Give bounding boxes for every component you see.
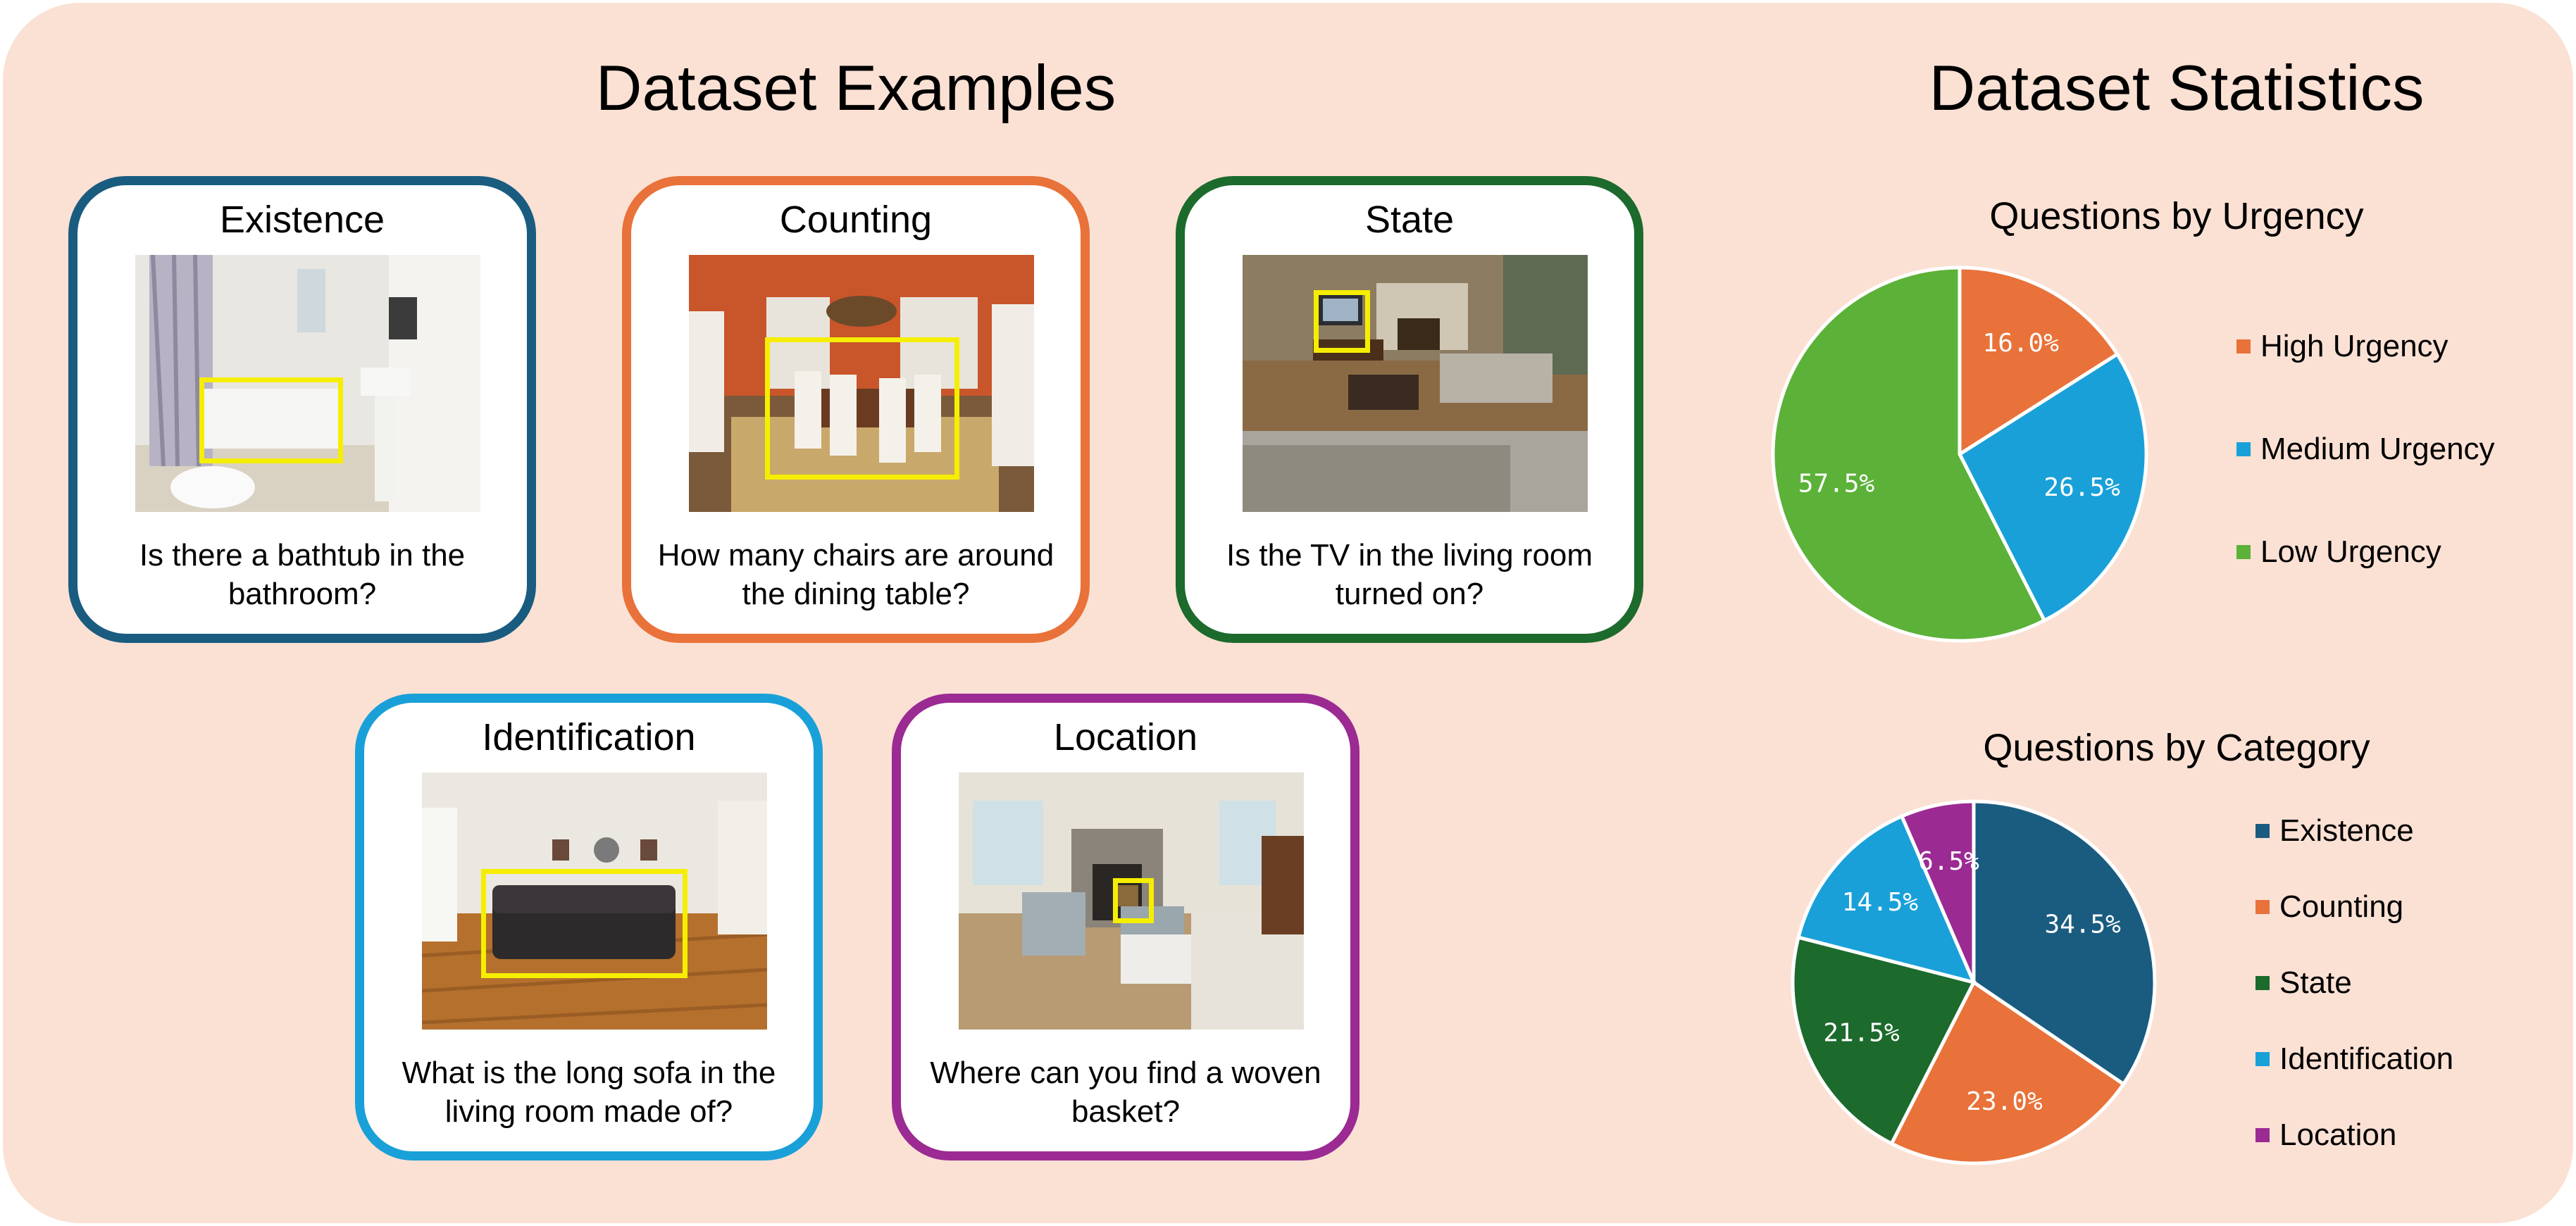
legend-item-high-urgency: High Urgency <box>2236 331 2449 362</box>
data-label-low-urgency: 57.5% <box>1798 470 1875 499</box>
card-question: Is there a bathtub in the bathroom? <box>139 538 466 611</box>
pie-slice-identification <box>1796 813 1977 985</box>
legend-label: Location <box>2279 1118 2397 1152</box>
legend-item-counting: Counting <box>2255 892 2403 922</box>
legend-label: Low Urgency <box>2260 534 2441 569</box>
bathroom-photo <box>135 255 480 512</box>
category-chart-title: Questions by Category <box>1983 727 2370 769</box>
dining-room-photo <box>689 255 1034 512</box>
legend-item-state: State <box>2255 968 2352 999</box>
card-question: Is the TV in the living room turned on? <box>1226 538 1593 611</box>
category-pie-chart: 34.5% 23.0% 21.5% 14.5% 6.5% <box>1791 799 2157 1165</box>
card-title: Identification <box>482 716 696 758</box>
example-card-counting: Counting How many chairs are around the … <box>622 176 1090 643</box>
legend-swatch <box>2236 545 2251 559</box>
example-card-existence: Existence Is there a bathtub in the bath… <box>68 176 536 643</box>
legend-item-medium-urgency: Medium Urgency <box>2236 434 2495 465</box>
legend-swatch <box>2255 1128 2270 1142</box>
pie-slice-medium-urgency <box>1957 351 2148 623</box>
living-room-basket-illustration <box>959 772 1304 1030</box>
living-room-basket-photo <box>959 772 1304 1030</box>
legend-swatch <box>2255 824 2270 838</box>
card-question: What is the long sofa in the living room… <box>402 1056 776 1129</box>
example-card-location: Location Where can you find a woven bask… <box>892 694 1359 1161</box>
data-label-identification: 14.5% <box>1842 888 1919 917</box>
card-title: Existence <box>219 199 385 241</box>
living-room-sofa-illustration <box>422 772 767 1030</box>
pie-slice-state <box>1791 935 1977 1146</box>
pie-slice-location <box>1899 799 1976 983</box>
card-question: How many chairs are around the dining ta… <box>657 538 1054 611</box>
legend-label: High Urgency <box>2260 329 2449 363</box>
data-label-location: 6.5% <box>1918 847 1979 876</box>
living-room-tv-illustration <box>1243 255 1588 512</box>
highlight-box <box>1314 290 1370 353</box>
data-label-high-urgency: 16.0% <box>1983 329 2060 358</box>
data-label-state: 21.5% <box>1823 1019 1900 1048</box>
legend-item-identification: Identification <box>2255 1044 2453 1075</box>
legend-label: Existence <box>2279 813 2414 848</box>
data-label-counting: 23.0% <box>1966 1087 2043 1116</box>
urgency-chart-title: Questions by Urgency <box>1989 195 2364 237</box>
statistics-title: Dataset Statistics <box>1929 53 2425 124</box>
card-title: Counting <box>779 199 933 241</box>
bathroom-illustration <box>135 255 480 512</box>
living-room-tv-photo <box>1243 255 1588 512</box>
pie-slice-existence <box>1972 799 2157 1087</box>
legend-swatch <box>2236 339 2251 354</box>
pie-slice-high-urgency <box>1958 265 2120 458</box>
legend-label: Identification <box>2279 1042 2454 1076</box>
legend-item-low-urgency: Low Urgency <box>2236 537 2441 568</box>
legend-label: Counting <box>2279 889 2404 924</box>
pie-slice-low-urgency <box>1771 265 2047 643</box>
legend-swatch <box>2255 1052 2270 1066</box>
background-panel: Dataset Examples Dataset Statistics Exis… <box>3 3 2573 1223</box>
living-room-sofa-photo <box>422 772 767 1030</box>
legend-swatch <box>2255 976 2270 990</box>
legend-item-existence: Existence <box>2255 815 2414 846</box>
dining-room-illustration <box>689 255 1034 512</box>
legend-swatch <box>2236 442 2251 456</box>
highlight-box <box>481 869 687 978</box>
urgency-pie-chart: 16.0% 26.5% 57.5% <box>1771 265 2148 643</box>
highlight-box <box>199 377 343 463</box>
legend-label: Medium Urgency <box>2260 432 2495 466</box>
examples-title: Dataset Examples <box>595 53 1116 124</box>
pie-slice-counting <box>1889 980 2127 1165</box>
legend-swatch <box>2255 900 2270 914</box>
legend-item-location: Location <box>2255 1120 2396 1151</box>
data-label-existence: 34.5% <box>2044 911 2121 939</box>
legend-label: State <box>2279 965 2352 1000</box>
example-card-identification: Identification What is the long sofa in … <box>355 694 823 1161</box>
highlight-box <box>765 337 959 480</box>
data-label-medium-urgency: 26.5% <box>2043 473 2120 502</box>
highlight-box <box>1113 878 1154 923</box>
example-card-state: State Is the TV in the living room turne… <box>1176 176 1643 643</box>
card-title: State <box>1364 199 1455 241</box>
card-question: Where can you find a woven basket? <box>930 1056 1321 1129</box>
card-title: Location <box>1053 716 1198 758</box>
